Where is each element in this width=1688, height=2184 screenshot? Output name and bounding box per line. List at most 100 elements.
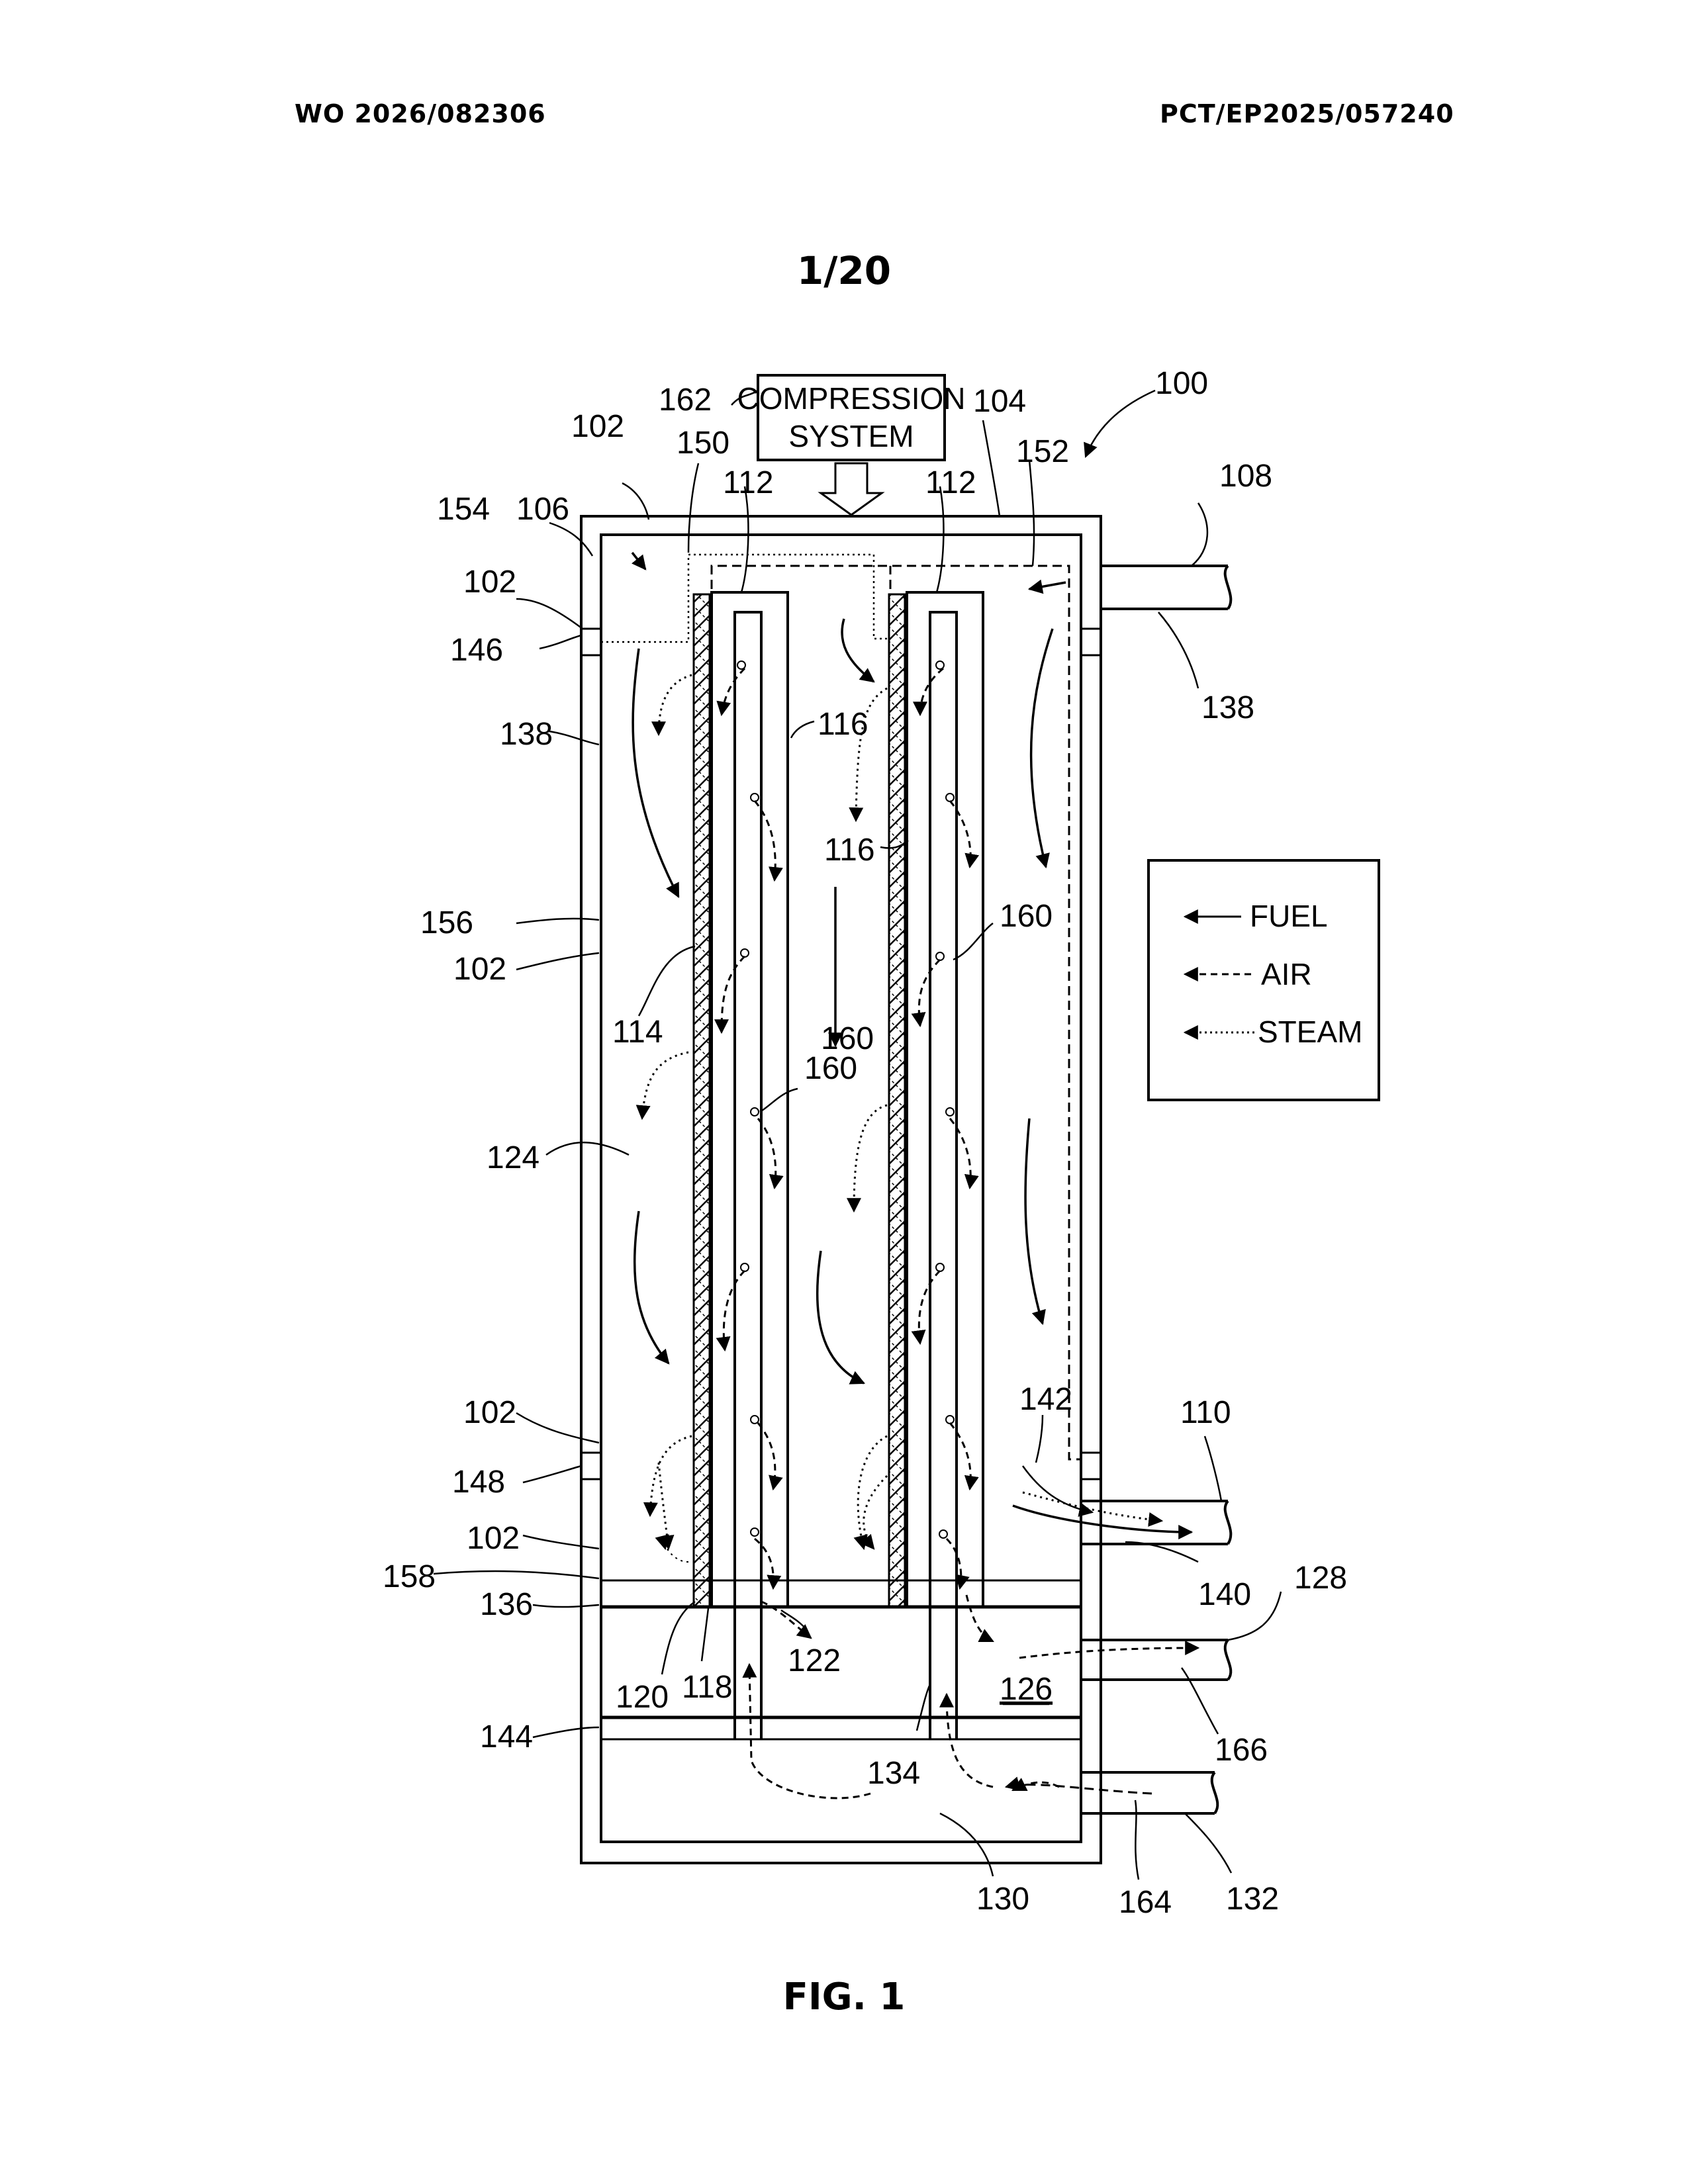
leader-138-right [1158, 612, 1198, 688]
ref-150: 150 [677, 426, 729, 461]
ref-106: 106 [516, 492, 569, 527]
tube-hole [946, 1108, 954, 1116]
electrolyte-layer-left [694, 594, 710, 1607]
fuel-flow-arrow [1029, 582, 1066, 589]
ref-138-left: 138 [500, 717, 553, 752]
ref-134: 134 [867, 1756, 920, 1791]
ref-124: 124 [487, 1140, 539, 1175]
ref-120: 120 [616, 1680, 669, 1715]
air-flow-arrow [722, 956, 745, 1032]
ref-152: 152 [1016, 434, 1069, 469]
air-flow-arrow [966, 1595, 993, 1641]
leader-132 [1185, 1813, 1231, 1873]
air-flow-arrow [950, 801, 970, 867]
steam-flow-arrow [659, 1463, 669, 1549]
ref-154: 154 [437, 492, 490, 527]
electrolyte-layer-right [889, 594, 905, 1607]
ref-116-b: 116 [824, 833, 875, 868]
tube-hole [936, 952, 944, 960]
leader-160-b [760, 1089, 798, 1112]
leader-142 [1036, 1415, 1043, 1463]
tube-hole [741, 949, 749, 957]
leader-116-a [791, 721, 814, 738]
ref-146: 146 [450, 633, 503, 668]
ref-166: 166 [1215, 1733, 1268, 1768]
leader-114 [639, 946, 695, 1016]
leader-136 [533, 1605, 599, 1607]
legend-air-label: AIR [1261, 957, 1312, 991]
ref-160-b: 160 [804, 1051, 857, 1086]
tube-hole [751, 1108, 759, 1116]
leader-156 [516, 919, 599, 923]
steam-flow-arrow [665, 1545, 688, 1562]
air-flow-arrow [755, 801, 775, 880]
legend-steam-label: STEAM [1258, 1015, 1362, 1049]
inner-tube-right [930, 612, 957, 1739]
ref-110: 110 [1180, 1395, 1231, 1430]
ref-156: 156 [420, 905, 473, 940]
pipe-end-110 [1225, 1501, 1231, 1544]
tube-hole [936, 1263, 944, 1271]
leader-134 [917, 1684, 930, 1731]
steam-flow-arrow [858, 1436, 887, 1549]
leader-154 [549, 523, 592, 556]
air-flow-arrow [1006, 1785, 1152, 1794]
leader-144 [533, 1727, 599, 1737]
leader-102-b [516, 599, 583, 629]
fuel-flow-arrow [633, 649, 679, 897]
ref-130: 130 [976, 1882, 1029, 1917]
leader-124 [546, 1142, 629, 1155]
right-port-upper [1081, 629, 1101, 655]
ref-158: 158 [383, 1559, 436, 1594]
leader-120 [662, 1602, 695, 1674]
leader-104 [983, 420, 1000, 516]
tube-hole [939, 1530, 947, 1538]
air-flow-arrow [1013, 1782, 1059, 1790]
leader-110 [1205, 1436, 1221, 1501]
ref-126: 126 [1000, 1672, 1053, 1707]
ref-142: 142 [1019, 1382, 1072, 1417]
fuel-flow-arrow [842, 619, 874, 682]
fuel-flow-arrow [632, 553, 645, 569]
left-port-upper [581, 629, 601, 655]
air-flow-arrow [947, 1694, 993, 1787]
tube-hole [751, 1416, 759, 1424]
ref-138-right: 138 [1201, 690, 1254, 725]
ref-112-right: 112 [925, 465, 976, 500]
ref-128: 128 [1294, 1561, 1347, 1596]
leader-158 [434, 1571, 599, 1578]
compression-box-line1: COMPRESSION [737, 381, 965, 416]
tube-hole [946, 794, 954, 801]
ref-102-c: 102 [453, 952, 506, 987]
leader-118 [702, 1608, 708, 1661]
air-flow-arrow [749, 1664, 870, 1798]
inner-tube-left [735, 612, 761, 1739]
steam-flow-arrow [1023, 1492, 1162, 1521]
steam-flow-arrow [854, 1105, 887, 1211]
leader-102-top [622, 483, 649, 520]
tube-hole [751, 794, 759, 801]
leader-138-left [549, 731, 599, 745]
ref-136: 136 [480, 1587, 533, 1622]
fuel-flow-arrow [1031, 629, 1053, 867]
ref-122: 122 [788, 1643, 841, 1678]
leader-148 [523, 1466, 581, 1482]
tube-hole [741, 1263, 749, 1271]
outer-tube-right [907, 592, 983, 1607]
ref-162: 162 [659, 383, 712, 418]
ref-132: 132 [1226, 1882, 1279, 1917]
air-flow-arrow [1019, 1648, 1198, 1658]
leader-102-d [516, 1413, 599, 1443]
ref-114: 114 [612, 1015, 663, 1050]
steam-flow-arrow [659, 675, 692, 735]
fuel-flow-arrow [1025, 1118, 1043, 1324]
ref-148: 148 [452, 1465, 505, 1500]
leader-122 [781, 1610, 808, 1631]
leader-146 [539, 635, 581, 649]
steam-flow-arrow [650, 1436, 692, 1516]
right-port-lower [1081, 1453, 1101, 1479]
tube-hole [751, 1528, 759, 1536]
ref-108: 108 [1219, 459, 1272, 494]
outlet-pipe-128 [1081, 1640, 1228, 1680]
